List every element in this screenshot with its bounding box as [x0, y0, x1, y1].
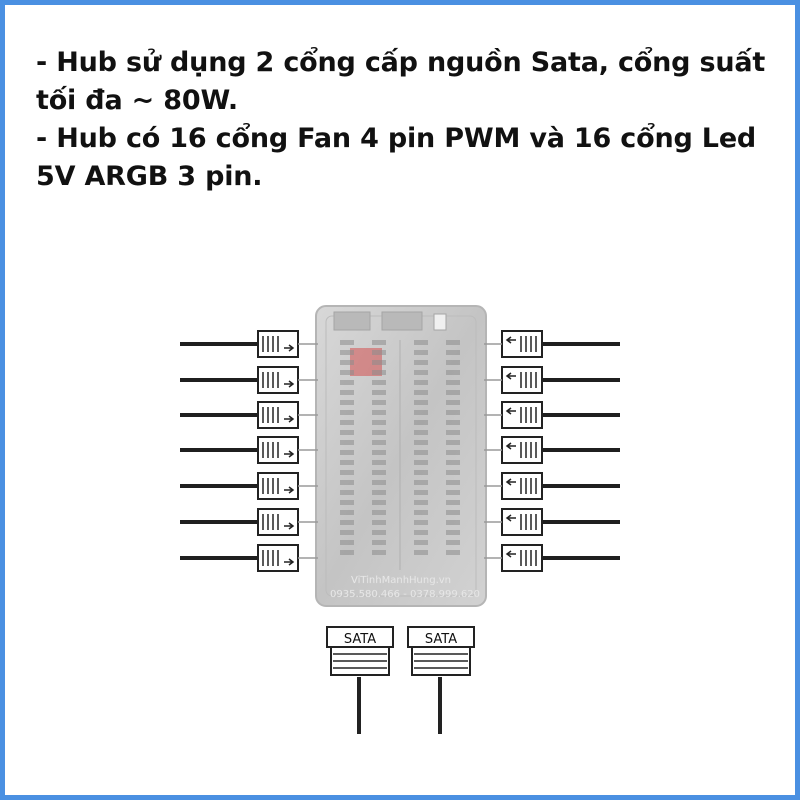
sata-power-connector-1: SATA: [326, 626, 394, 734]
description-line-sata-power: - Hub sử dụng 2 cổng cấp nguồn Sata, cổn…: [36, 47, 766, 116]
fan-connector-right: [484, 366, 620, 394]
product-description: - Hub sử dụng 2 cổng cấp nguồn Sata, cổn…: [36, 44, 776, 196]
sata-label-2: SATA: [425, 632, 457, 647]
fan-connector-left: [180, 544, 318, 572]
hub-watermark-phone: 0935.580.466 - 0378.999.620: [330, 589, 480, 600]
fan-connector-right: [484, 472, 620, 500]
fan-connector-left: [180, 472, 318, 500]
fan-connector-right: [484, 330, 620, 358]
fan-connector-left: [180, 508, 318, 536]
sata-label-1: SATA: [344, 632, 376, 647]
fan-hub-board: ViTinhManhHung.vn 0935.580.466 - 0378.99…: [315, 305, 487, 607]
fan-connector-left: [180, 330, 318, 358]
fan-connector-right: [484, 508, 620, 536]
fan-connector-right: [484, 544, 620, 572]
fan-connector-left: [180, 436, 318, 464]
fan-connector-left: [180, 401, 318, 429]
hub-pin-headers-left: [340, 340, 386, 555]
fan-connectors-right: [484, 330, 620, 572]
hub-watermark-site: ViTinhManhHung.vn: [351, 575, 451, 586]
fan-connector-right: [484, 436, 620, 464]
hub-pin-headers-right: [414, 340, 460, 555]
fan-connectors-left: [180, 330, 318, 572]
description-line-ports: - Hub có 16 cổng Fan 4 pin PWM và 16 cổn…: [36, 123, 757, 192]
fan-connector-left: [180, 366, 318, 394]
sata-power-connector-2: SATA: [407, 626, 475, 734]
fan-connector-right: [484, 401, 620, 429]
